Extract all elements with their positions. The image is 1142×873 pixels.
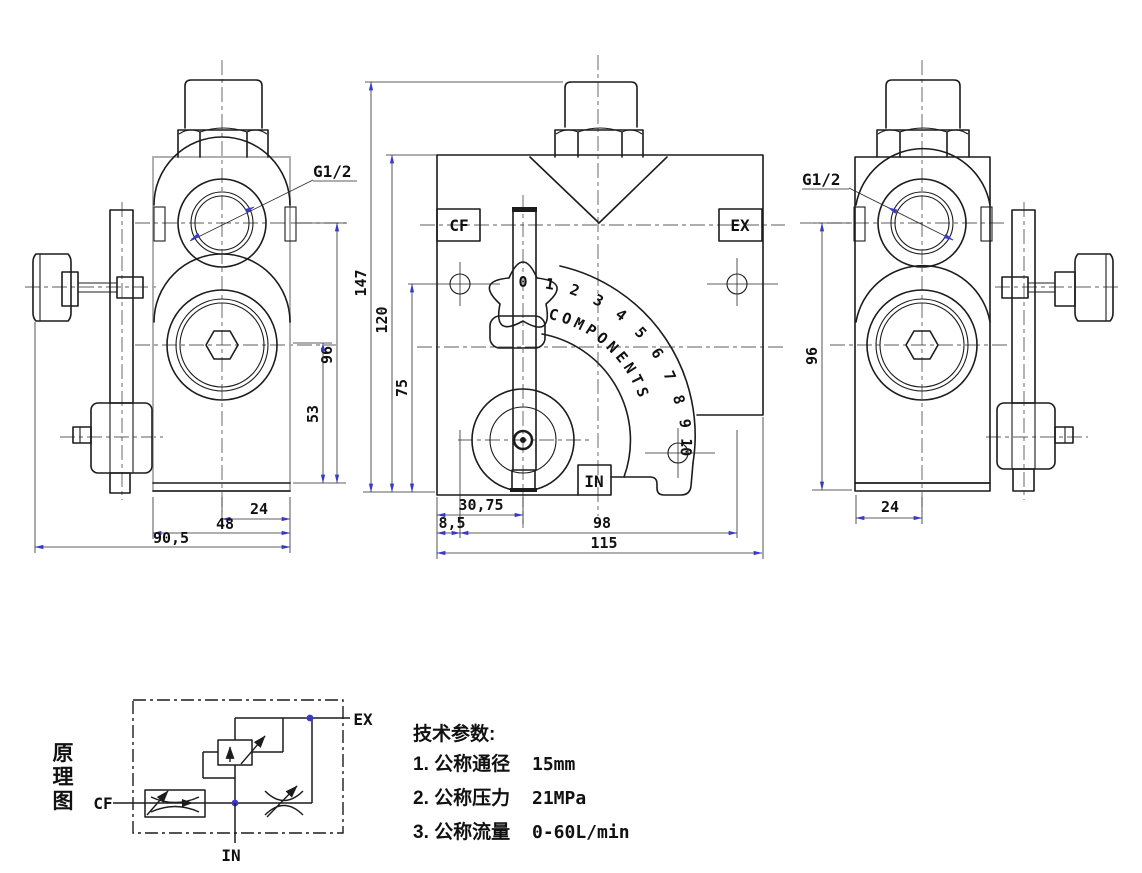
front-view: CF EX 0 1 2 3 4 5 6 7 8 [352, 55, 785, 559]
in-port-label: IN [584, 472, 603, 491]
left-view: G1/2 96 53 24 48 90,5 [25, 60, 357, 553]
tech-params-title: 技术参数: [413, 722, 495, 745]
dim-24: 24 [881, 498, 899, 516]
schematic-boundary-box [132, 699, 344, 834]
ex-port-label: EX [730, 216, 750, 235]
hydraulic-schematic: 原 理 图 CF EX IN [53, 699, 373, 865]
scale-mark-7: 7 [659, 368, 679, 384]
lower-port-outer [166, 289, 278, 401]
flow-control-valve-symbol [144, 789, 206, 818]
thread-label: G1/2 [802, 170, 841, 189]
hex-socket [205, 330, 239, 360]
top-plug-hex-nut [876, 129, 970, 158]
valve-body-outline [152, 156, 291, 492]
in-port-box [577, 464, 612, 496]
scale-inner-arc [541, 333, 632, 478]
dim-48: 48 [216, 515, 234, 533]
schematic-in-label: IN [221, 846, 240, 865]
top-plug-cap [564, 81, 638, 128]
upper-port-outer [177, 178, 267, 268]
top-plug-hex-nut [554, 129, 644, 158]
dim-147: 147 [352, 269, 370, 296]
scale-mark-5: 5 [631, 323, 650, 342]
valve-body-outline [436, 154, 764, 416]
cf-port-box [436, 208, 481, 242]
components-arc-label: COMPONENTS [547, 305, 650, 403]
star-knob [488, 261, 558, 328]
tech-param-label-3: 3. 公称流量 [413, 820, 510, 843]
tech-param-value-3: 0-60L/min [532, 822, 630, 843]
dim-30-75: 30,75 [458, 496, 503, 514]
scale-mark-4: 4 [612, 305, 630, 325]
tech-params: 技术参数: 1. 公称通径 15mm 2. 公称压力 21MPa 3. 公称流量… [413, 722, 630, 843]
dim-90-5: 90,5 [153, 529, 189, 547]
dim-75: 75 [393, 379, 411, 397]
tech-param-value-2: 21MPa [532, 788, 586, 809]
right-view: G1/2 96 24 [800, 60, 1122, 524]
dim-8-5: 8,5 [438, 514, 465, 532]
dim-96: 96 [318, 346, 336, 364]
scale-mark-3: 3 [590, 291, 606, 311]
svg-text:COMPONENTS: COMPONENTS [547, 305, 654, 403]
top-plug-cap [184, 79, 263, 129]
adjust-knob [1074, 253, 1114, 322]
mounting-plate [109, 209, 134, 404]
schematic-title-char-2: 理 [53, 766, 74, 789]
dim-115: 115 [590, 534, 617, 552]
dim-96: 96 [803, 347, 821, 365]
scale-mark-0: 0 [518, 273, 527, 291]
valve-body-outline [854, 156, 991, 484]
adjust-stem [512, 211, 537, 471]
schematic-cf-label: CF [93, 794, 112, 813]
ex-port-box [718, 208, 763, 242]
v-chamfer [529, 156, 668, 224]
tech-param-label-1: 1. 公称通径 [413, 752, 510, 775]
dim-53: 53 [304, 405, 322, 423]
dim-120: 120 [373, 306, 391, 333]
top-plug-cap [885, 79, 961, 129]
scale-ring: 0 1 2 3 4 5 6 7 8 9 10 [518, 273, 695, 457]
cf-port-label: CF [449, 216, 468, 235]
tech-param-label-2: 2. 公称压力 [413, 786, 510, 809]
scale-mark-9: 9 [676, 418, 695, 429]
scale-mark-8: 8 [669, 393, 689, 407]
mounting-plate [1011, 209, 1036, 404]
lower-bracket [996, 402, 1056, 470]
scale-mark-2: 2 [567, 280, 581, 300]
scale-mark-1: 1 [544, 274, 556, 293]
scale-mark-6: 6 [647, 344, 667, 362]
schematic-title-char-1: 原 [53, 742, 74, 765]
lower-port-outer [866, 289, 978, 401]
dim-24: 24 [250, 500, 268, 518]
adjust-knob [32, 253, 72, 322]
throttle-valve-symbol [264, 785, 304, 818]
top-plug-hex-nut [177, 129, 269, 158]
schematic-ex-label: EX [353, 710, 373, 729]
hex-socket [905, 330, 939, 360]
relief-valve-symbol [202, 718, 284, 803]
lower-bracket [90, 402, 153, 474]
scale-outer-arc [559, 265, 696, 464]
upper-port-outer [877, 178, 967, 268]
tech-param-value-1: 15mm [532, 754, 576, 775]
thread-label: G1/2 [313, 162, 352, 181]
schematic-title-char-3: 图 [53, 790, 74, 813]
junction-dot [306, 714, 314, 722]
dim-98: 98 [593, 514, 611, 532]
